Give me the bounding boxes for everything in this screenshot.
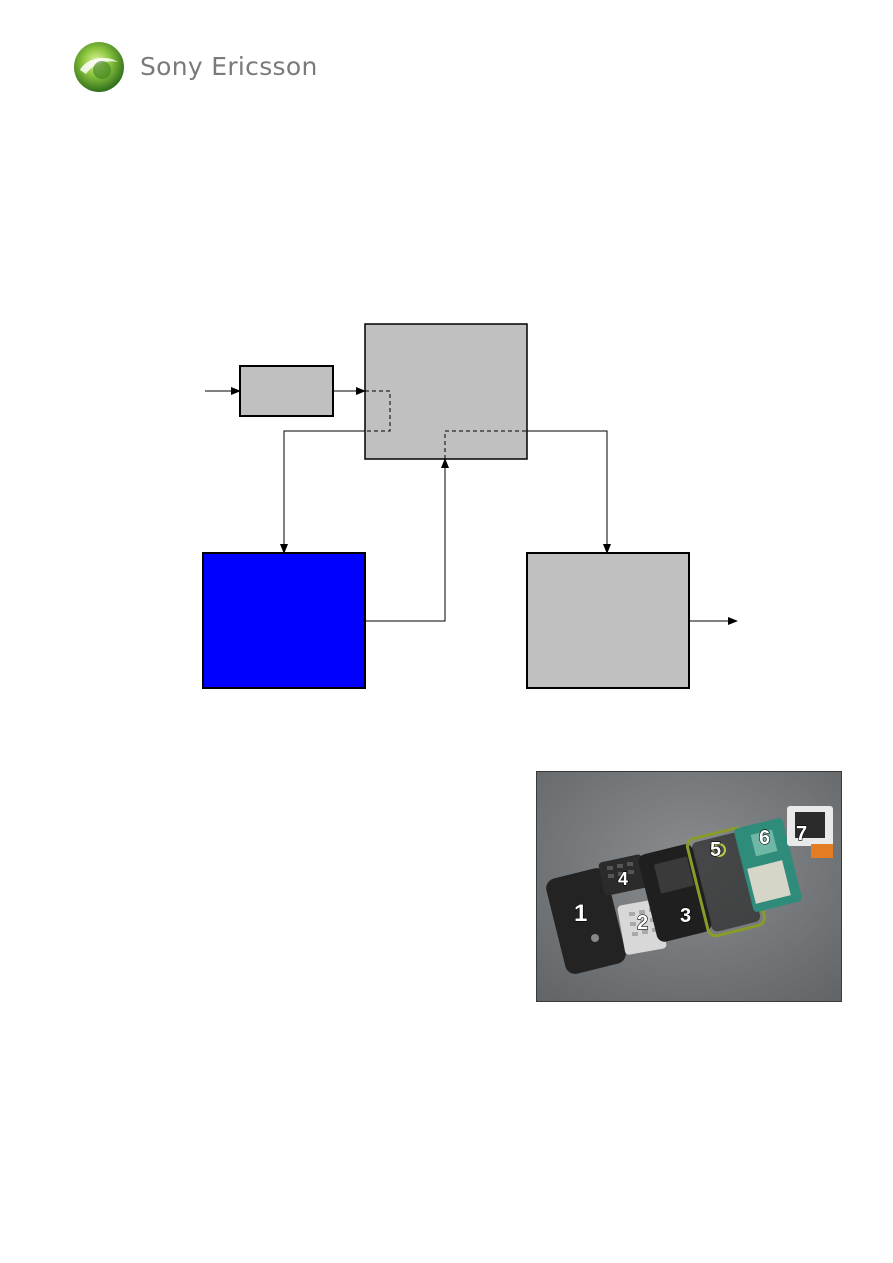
part-label-7: 7 — [796, 823, 807, 845]
logo-wordmark: Sony Ericsson — [140, 52, 318, 81]
phone-parts-photo: 1 2 3 4 5 6 7 — [536, 771, 842, 1002]
part-label-1: 1 — [574, 900, 587, 927]
input-box — [239, 365, 334, 417]
central-box — [364, 323, 528, 460]
central-to-output-line — [527, 430, 611, 554]
dashed-path-right — [444, 430, 527, 459]
part-keypad — [598, 854, 648, 896]
block-diagram — [202, 323, 738, 689]
part-circuit-board — [734, 818, 802, 912]
blue-box — [202, 552, 366, 689]
logo-sphere-icon — [74, 42, 124, 92]
part-label-5: 5 — [710, 839, 721, 861]
part-label-6: 6 — [759, 827, 770, 849]
part-display-module — [787, 806, 833, 858]
blue-to-central-line — [365, 458, 449, 622]
sony-ericsson-logo — [72, 40, 342, 94]
part-label-4: 4 — [618, 869, 628, 889]
part-label-3: 3 — [680, 905, 691, 927]
central-to-blue-line — [280, 430, 365, 554]
dashed-path-left — [365, 390, 391, 432]
output-box — [526, 552, 690, 689]
part-label-2: 2 — [637, 912, 648, 934]
